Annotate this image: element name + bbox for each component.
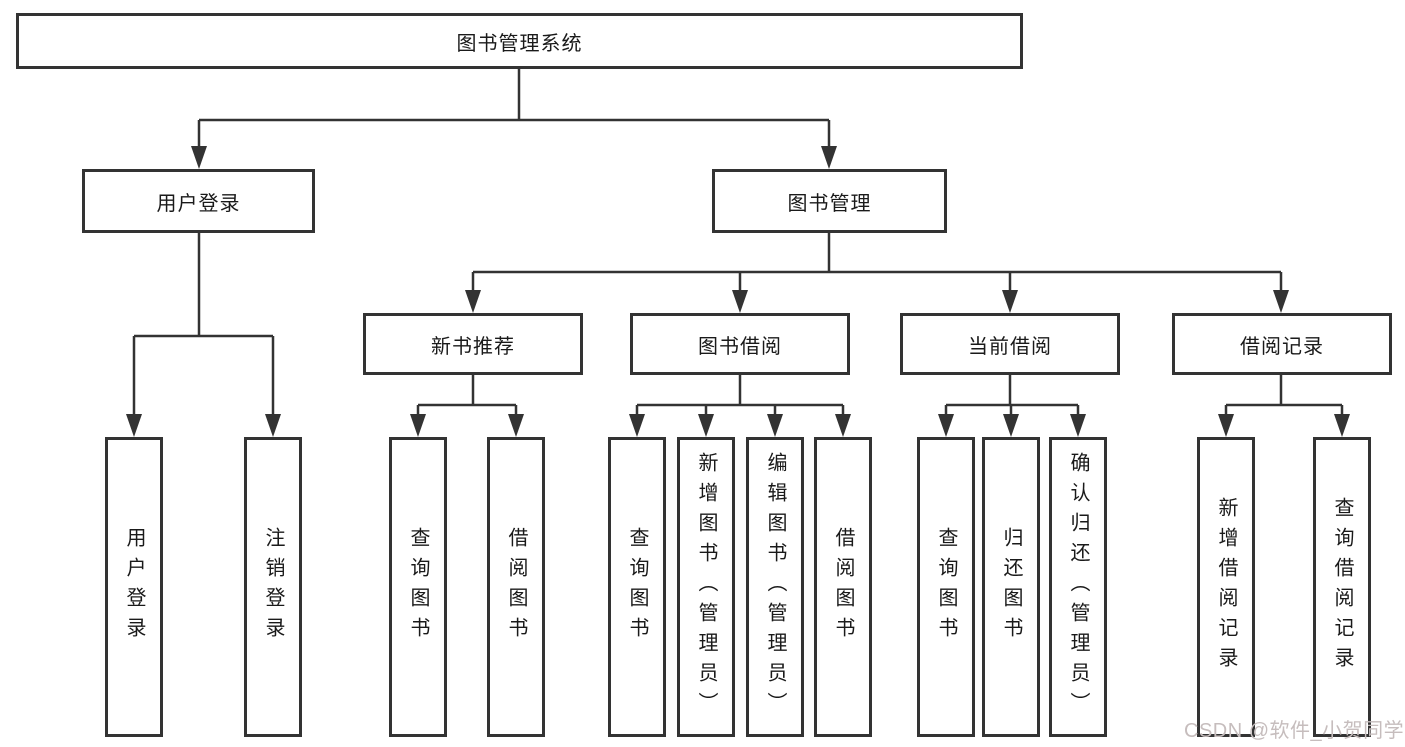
leaf-confirm-return-admin-label: 确认归还（管理员）: [1067, 452, 1089, 722]
leaf-add-borrow-record-label: 新增借阅记录: [1215, 497, 1237, 677]
leaf-borrow-books-1-label: 借阅图书: [505, 527, 527, 647]
leaf-borrow-books-2-label: 借阅图书: [832, 527, 854, 647]
csdn-watermark: CSDN @软件_小贺同学: [1184, 720, 1405, 742]
node-user-login: 用户登录: [82, 169, 315, 233]
leaf-logout-label: 注销登录: [262, 527, 284, 647]
leaf-query-borrow-record: 查询借阅记录: [1313, 437, 1371, 737]
leaf-query-books-2-label: 查询图书: [626, 527, 648, 647]
node-book-borrow: 图书借阅: [630, 313, 850, 375]
leaf-edit-book-admin: 编辑图书（管理员）: [746, 437, 804, 737]
node-borrow-records: 借阅记录: [1172, 313, 1392, 375]
leaf-logout: 注销登录: [244, 437, 302, 737]
leaf-edit-book-admin-label: 编辑图书（管理员）: [764, 452, 786, 722]
leaf-query-books-1: 查询图书: [389, 437, 447, 737]
node-new-book-recommend: 新书推荐: [363, 313, 583, 375]
node-user-login-label: 用户登录: [156, 192, 241, 215]
node-root: 图书管理系统: [16, 13, 1023, 69]
leaf-confirm-return-admin: 确认归还（管理员）: [1049, 437, 1107, 737]
leaf-borrow-books-2: 借阅图书: [814, 437, 872, 737]
leaf-query-books-2: 查询图书: [608, 437, 666, 737]
leaf-add-book-admin: 新增图书（管理员）: [677, 437, 735, 737]
node-book-management-label: 图书管理: [787, 192, 872, 215]
leaf-return-book: 归还图书: [982, 437, 1040, 737]
leaf-borrow-books-1: 借阅图书: [487, 437, 545, 737]
leaf-query-books-1-label: 查询图书: [407, 527, 429, 647]
node-root-label: 图书管理系统: [456, 32, 583, 55]
node-current-borrow-label: 当前借阅: [968, 335, 1052, 358]
node-current-borrow: 当前借阅: [900, 313, 1120, 375]
leaf-query-books-3-label: 查询图书: [935, 527, 957, 647]
node-new-book-recommend-label: 新书推荐: [431, 335, 515, 358]
leaf-user-login-label: 用户登录: [123, 527, 145, 647]
leaf-query-books-3: 查询图书: [917, 437, 975, 737]
leaf-add-book-admin-label: 新增图书（管理员）: [695, 452, 717, 722]
node-book-management: 图书管理: [712, 169, 947, 233]
arrowheads: [126, 146, 1350, 437]
node-book-borrow-label: 图书借阅: [698, 335, 782, 358]
leaf-return-book-label: 归还图书: [1000, 527, 1022, 647]
leaf-add-borrow-record: 新增借阅记录: [1197, 437, 1255, 737]
node-borrow-records-label: 借阅记录: [1240, 335, 1324, 358]
leaf-user-login: 用户登录: [105, 437, 163, 737]
leaf-query-borrow-record-label: 查询借阅记录: [1331, 497, 1353, 677]
